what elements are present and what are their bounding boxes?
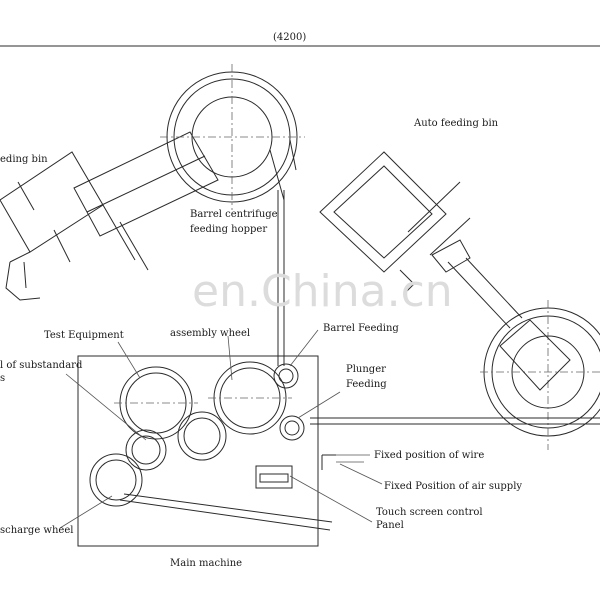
plunger-feed-line xyxy=(310,417,600,425)
watermark: en.China.cn xyxy=(192,266,453,317)
left-feeding-bin xyxy=(0,151,149,301)
right-feeding-wheel xyxy=(480,300,600,450)
touch-screen-panel xyxy=(255,465,293,489)
auto-feeding-bin xyxy=(319,151,523,329)
label-feeding-hopper: feeding hopper xyxy=(190,224,267,235)
label-main-machine: Main machine xyxy=(170,558,242,569)
plunger-feeding-wheel xyxy=(279,415,305,441)
label-assembly-wheel: assembly wheel xyxy=(170,328,250,339)
discharge-chute xyxy=(119,493,333,531)
label-touch-screen: Touch screen control xyxy=(376,507,483,518)
label-plunger-feeding: Feeding xyxy=(346,379,387,390)
label-auto-feeding-bin: Auto feeding bin xyxy=(413,118,499,129)
label-barrel-centrifuge: Barrel centrifuge xyxy=(190,209,278,220)
leader-lines xyxy=(59,329,383,529)
label-fixed-air: Fixed Position of air supply xyxy=(384,481,522,492)
assembly-wheel xyxy=(208,361,292,435)
substandard-wheel xyxy=(125,429,167,471)
barrel-centrifuge-hopper xyxy=(160,64,305,210)
left-feeding-chute xyxy=(73,131,219,237)
barrel-track xyxy=(277,190,285,366)
fixed-position-marker xyxy=(321,454,364,470)
label-discharge-wheel: scharge wheel xyxy=(0,525,73,536)
label-plunger: Plunger xyxy=(346,364,386,375)
label-fixed-wire: Fixed position of wire xyxy=(374,450,484,461)
label-touch-screen-panel: Panel xyxy=(376,520,404,531)
middle-wheel xyxy=(177,411,227,461)
label-barrel-feeding: Barrel Feeding xyxy=(323,323,399,334)
dimension-line: (4200) xyxy=(0,32,600,47)
label-substandard: l of substandard xyxy=(0,360,83,371)
barrel-feeding-wheel xyxy=(273,363,299,389)
main-machine-frame xyxy=(77,355,319,547)
label-test-equipment: Test Equipment xyxy=(44,330,124,341)
dimension-label: (4200) xyxy=(273,32,306,43)
label-substandard-2: s xyxy=(0,373,5,384)
discharge-wheel xyxy=(89,453,143,507)
label-feeding-bin-left: eding bin xyxy=(0,154,48,165)
